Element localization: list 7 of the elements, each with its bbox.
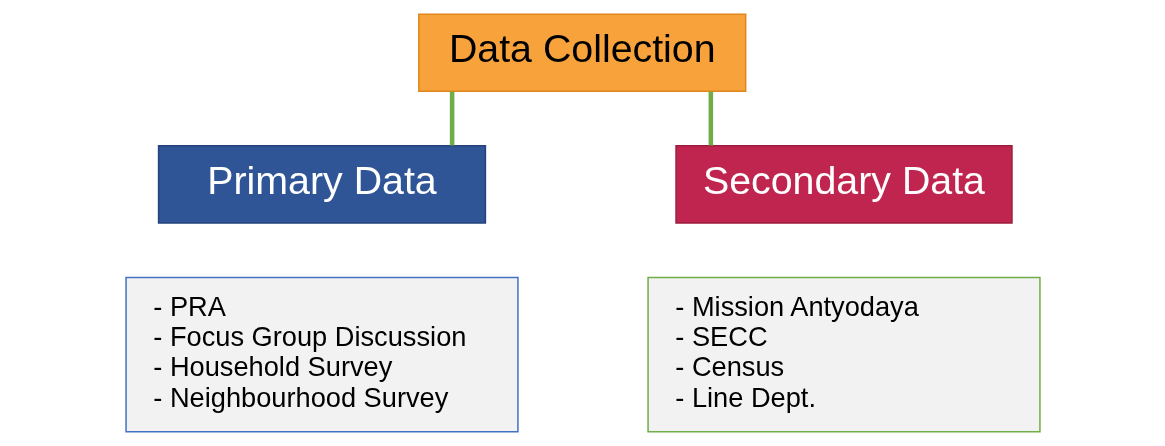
node-box: - Mission Antyodaya - SECC - Census - Line Dept. — [646, 276, 1041, 433]
node-box: Secondary Data — [674, 145, 1013, 224]
node-box: Data Collection — [417, 13, 746, 93]
connector — [449, 91, 454, 146]
node-box: Primary Data — [157, 145, 486, 224]
connector — [708, 91, 713, 146]
node-box: - PRA - Focus Group Discussion - Household Survey - Neighbourhood Survey — [124, 276, 519, 433]
